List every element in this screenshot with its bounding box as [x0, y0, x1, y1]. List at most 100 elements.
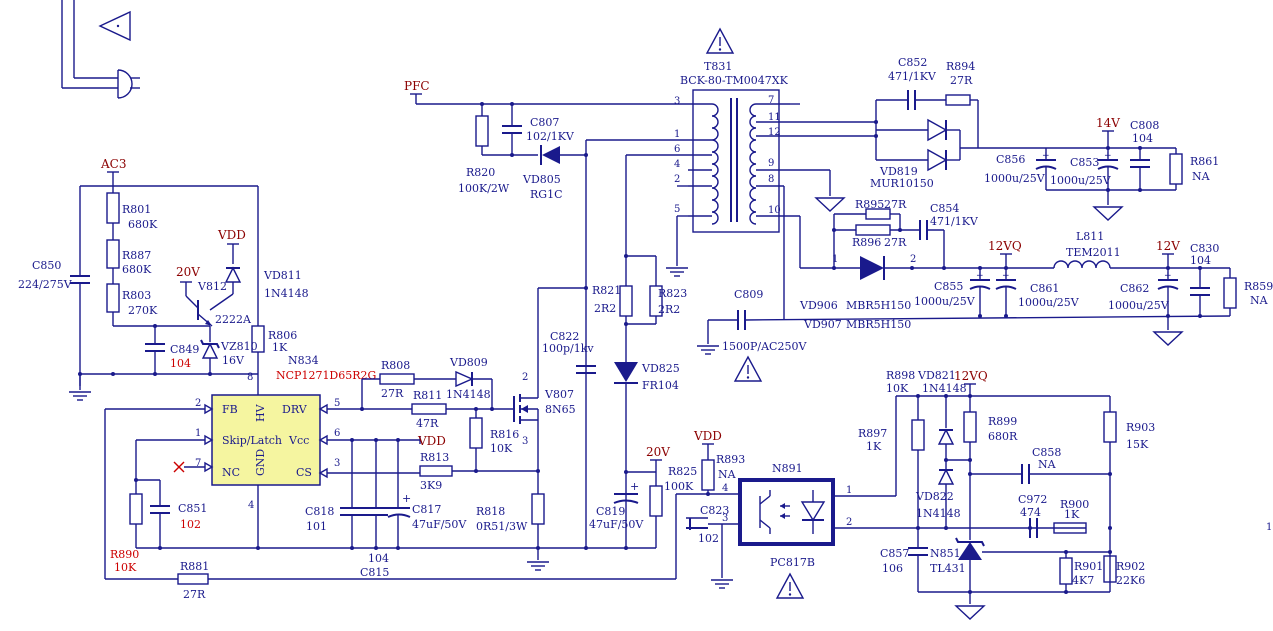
opto-pin1: 1: [846, 485, 852, 496]
c815-value: 104: [368, 552, 389, 565]
svg-text:+: +: [402, 492, 411, 505]
t831-pin7: 7: [768, 95, 774, 106]
r890-value: 10K: [114, 561, 137, 574]
r818-value: 0R51/3W: [476, 520, 528, 533]
warning-icon-3: [776, 573, 804, 599]
r813-value: 3K9: [420, 479, 442, 492]
r902-ref: R902: [1116, 560, 1145, 573]
c807-value: 102/1KV: [526, 130, 575, 143]
t831-value: BCK-80-TM0047XK: [680, 74, 789, 87]
c809-value: 1500P/AC250V: [722, 340, 807, 353]
r893-ref: R893: [716, 453, 745, 466]
power-label-ac3: AC3: [100, 157, 126, 171]
ground-symbol-1: [68, 391, 92, 401]
opto-pin4: 4: [722, 483, 728, 494]
vd825-value: FR104: [642, 379, 679, 392]
drive-mosfet-network: R808 27R VD809 1N4148 R811 47R R816 10K …: [327, 286, 588, 571]
r803-ref: R803: [122, 289, 151, 302]
r894-value: 27R: [950, 74, 973, 87]
r897-ref: R897: [858, 427, 887, 440]
c809-ref: C809: [734, 288, 763, 301]
optocoupler-n891: VDD R893 NA 4 C823 102 3 1: [675, 429, 1086, 599]
r894-ref: R894: [946, 60, 975, 73]
l811-ref: L811: [1076, 230, 1104, 243]
vd906-pin1: 1: [832, 254, 838, 265]
transformer-t831: T831 BCK-80-TM0047XK 3 1 6 4 2 5 7 11 12…: [665, 28, 1231, 382]
c861-value: 1000u/25V: [1018, 296, 1080, 309]
vd907-value: MBR5H150: [846, 318, 911, 331]
c972-ref: C972: [1018, 493, 1047, 506]
r801-ref: R801: [122, 203, 151, 216]
c817-ref: C817: [412, 503, 441, 516]
ground-symbol-4: [696, 345, 720, 355]
ic-pin-skip: Skip/Latch: [222, 434, 282, 447]
ic-pin3-num: 3: [334, 458, 340, 469]
c858-value: NA: [1038, 458, 1057, 471]
r890-ref: R890: [110, 548, 139, 561]
c818-ref: C818: [305, 505, 334, 518]
v807-pin2: 2: [522, 372, 528, 383]
ic-pin2-num: 2: [195, 398, 201, 409]
c853-value: 1000u/25V: [1050, 174, 1112, 187]
c817-value: 47uF/50V: [412, 518, 467, 531]
t831-pin3: 3: [674, 96, 680, 107]
c856-value: 1000u/25V: [984, 172, 1046, 185]
vd821-ref: VD821: [917, 369, 956, 382]
power-label-pfc: PFC: [404, 79, 430, 93]
c851-value: 102: [180, 518, 201, 531]
n851-value: TL431: [930, 562, 966, 575]
r813-ref: R813: [420, 451, 449, 464]
t831-pin12: 12: [768, 127, 781, 138]
ic-pin-gnd: GND: [254, 449, 267, 476]
power-label-12vq-a: 12VQ: [988, 239, 1022, 253]
ground-symbol-3: [665, 267, 689, 277]
vd906-pin2: 2: [910, 254, 916, 265]
v812-ref: V812: [197, 280, 227, 293]
output-14v: C852 471/1KV R894 27R VD819 MUR10150 14V…: [870, 56, 1219, 221]
edge-marker: 1: [1266, 522, 1272, 533]
r806-ref: R806: [268, 329, 297, 342]
n834-value: NCP1271D65R2G: [276, 369, 376, 382]
r859-ref: R859: [1244, 280, 1273, 293]
r898-value: 10K: [886, 382, 909, 395]
ic-pin-hv: HV: [254, 403, 267, 422]
r897-value: 1K: [866, 440, 882, 453]
power-label-vdd-b: VDD: [417, 434, 446, 448]
r900-ref: R900: [1060, 498, 1089, 511]
c850-ref: C850: [32, 259, 61, 272]
c857-ref: C857: [880, 547, 909, 560]
vd811-value: 1N4148: [264, 287, 309, 300]
vd822-value: 1N4148: [916, 507, 961, 520]
ground-symbol-2: [526, 561, 550, 571]
controller-ic-n834: N834 NCP1271D65R2G FB DRV Skip/Latch Vcc…: [173, 354, 376, 511]
t831-pin1: 1: [674, 129, 680, 140]
c830-ref: C830: [1190, 242, 1219, 255]
c854-ref: C854: [930, 202, 959, 215]
vd821-value: 1N4148: [922, 382, 967, 395]
r811-value: 47R: [416, 417, 439, 430]
c856-ref: C856: [996, 153, 1025, 166]
svg-text:+: +: [1104, 151, 1112, 161]
ic-pin-fb: FB: [222, 403, 238, 416]
power-label-20v-b: 20V: [646, 445, 670, 459]
c851-ref: C851: [178, 502, 207, 515]
r896-value: 27R: [884, 236, 907, 249]
t831-pin4: 4: [674, 159, 680, 170]
c852-ref: C852: [898, 56, 927, 69]
power-label-vdd-a: VDD: [217, 228, 246, 242]
n891-ref: N891: [772, 462, 803, 475]
power-label-12v: 12V: [1156, 239, 1180, 253]
r887-ref: R887: [122, 249, 151, 262]
c850-value: 224/275V: [18, 278, 73, 291]
c857-value: 106: [882, 562, 903, 575]
r901-ref: R901: [1074, 560, 1103, 573]
r859-value: NA: [1250, 294, 1269, 307]
c854-value: 471/1KV: [930, 215, 979, 228]
r896-ref: R896: [852, 236, 881, 249]
warning-icon-1: [706, 28, 734, 54]
c861-ref: C861: [1030, 282, 1059, 295]
ic-pin1-num: 1: [195, 428, 201, 439]
ic-pin5-num: 5: [334, 398, 340, 409]
opto-pin2: 2: [846, 517, 852, 528]
